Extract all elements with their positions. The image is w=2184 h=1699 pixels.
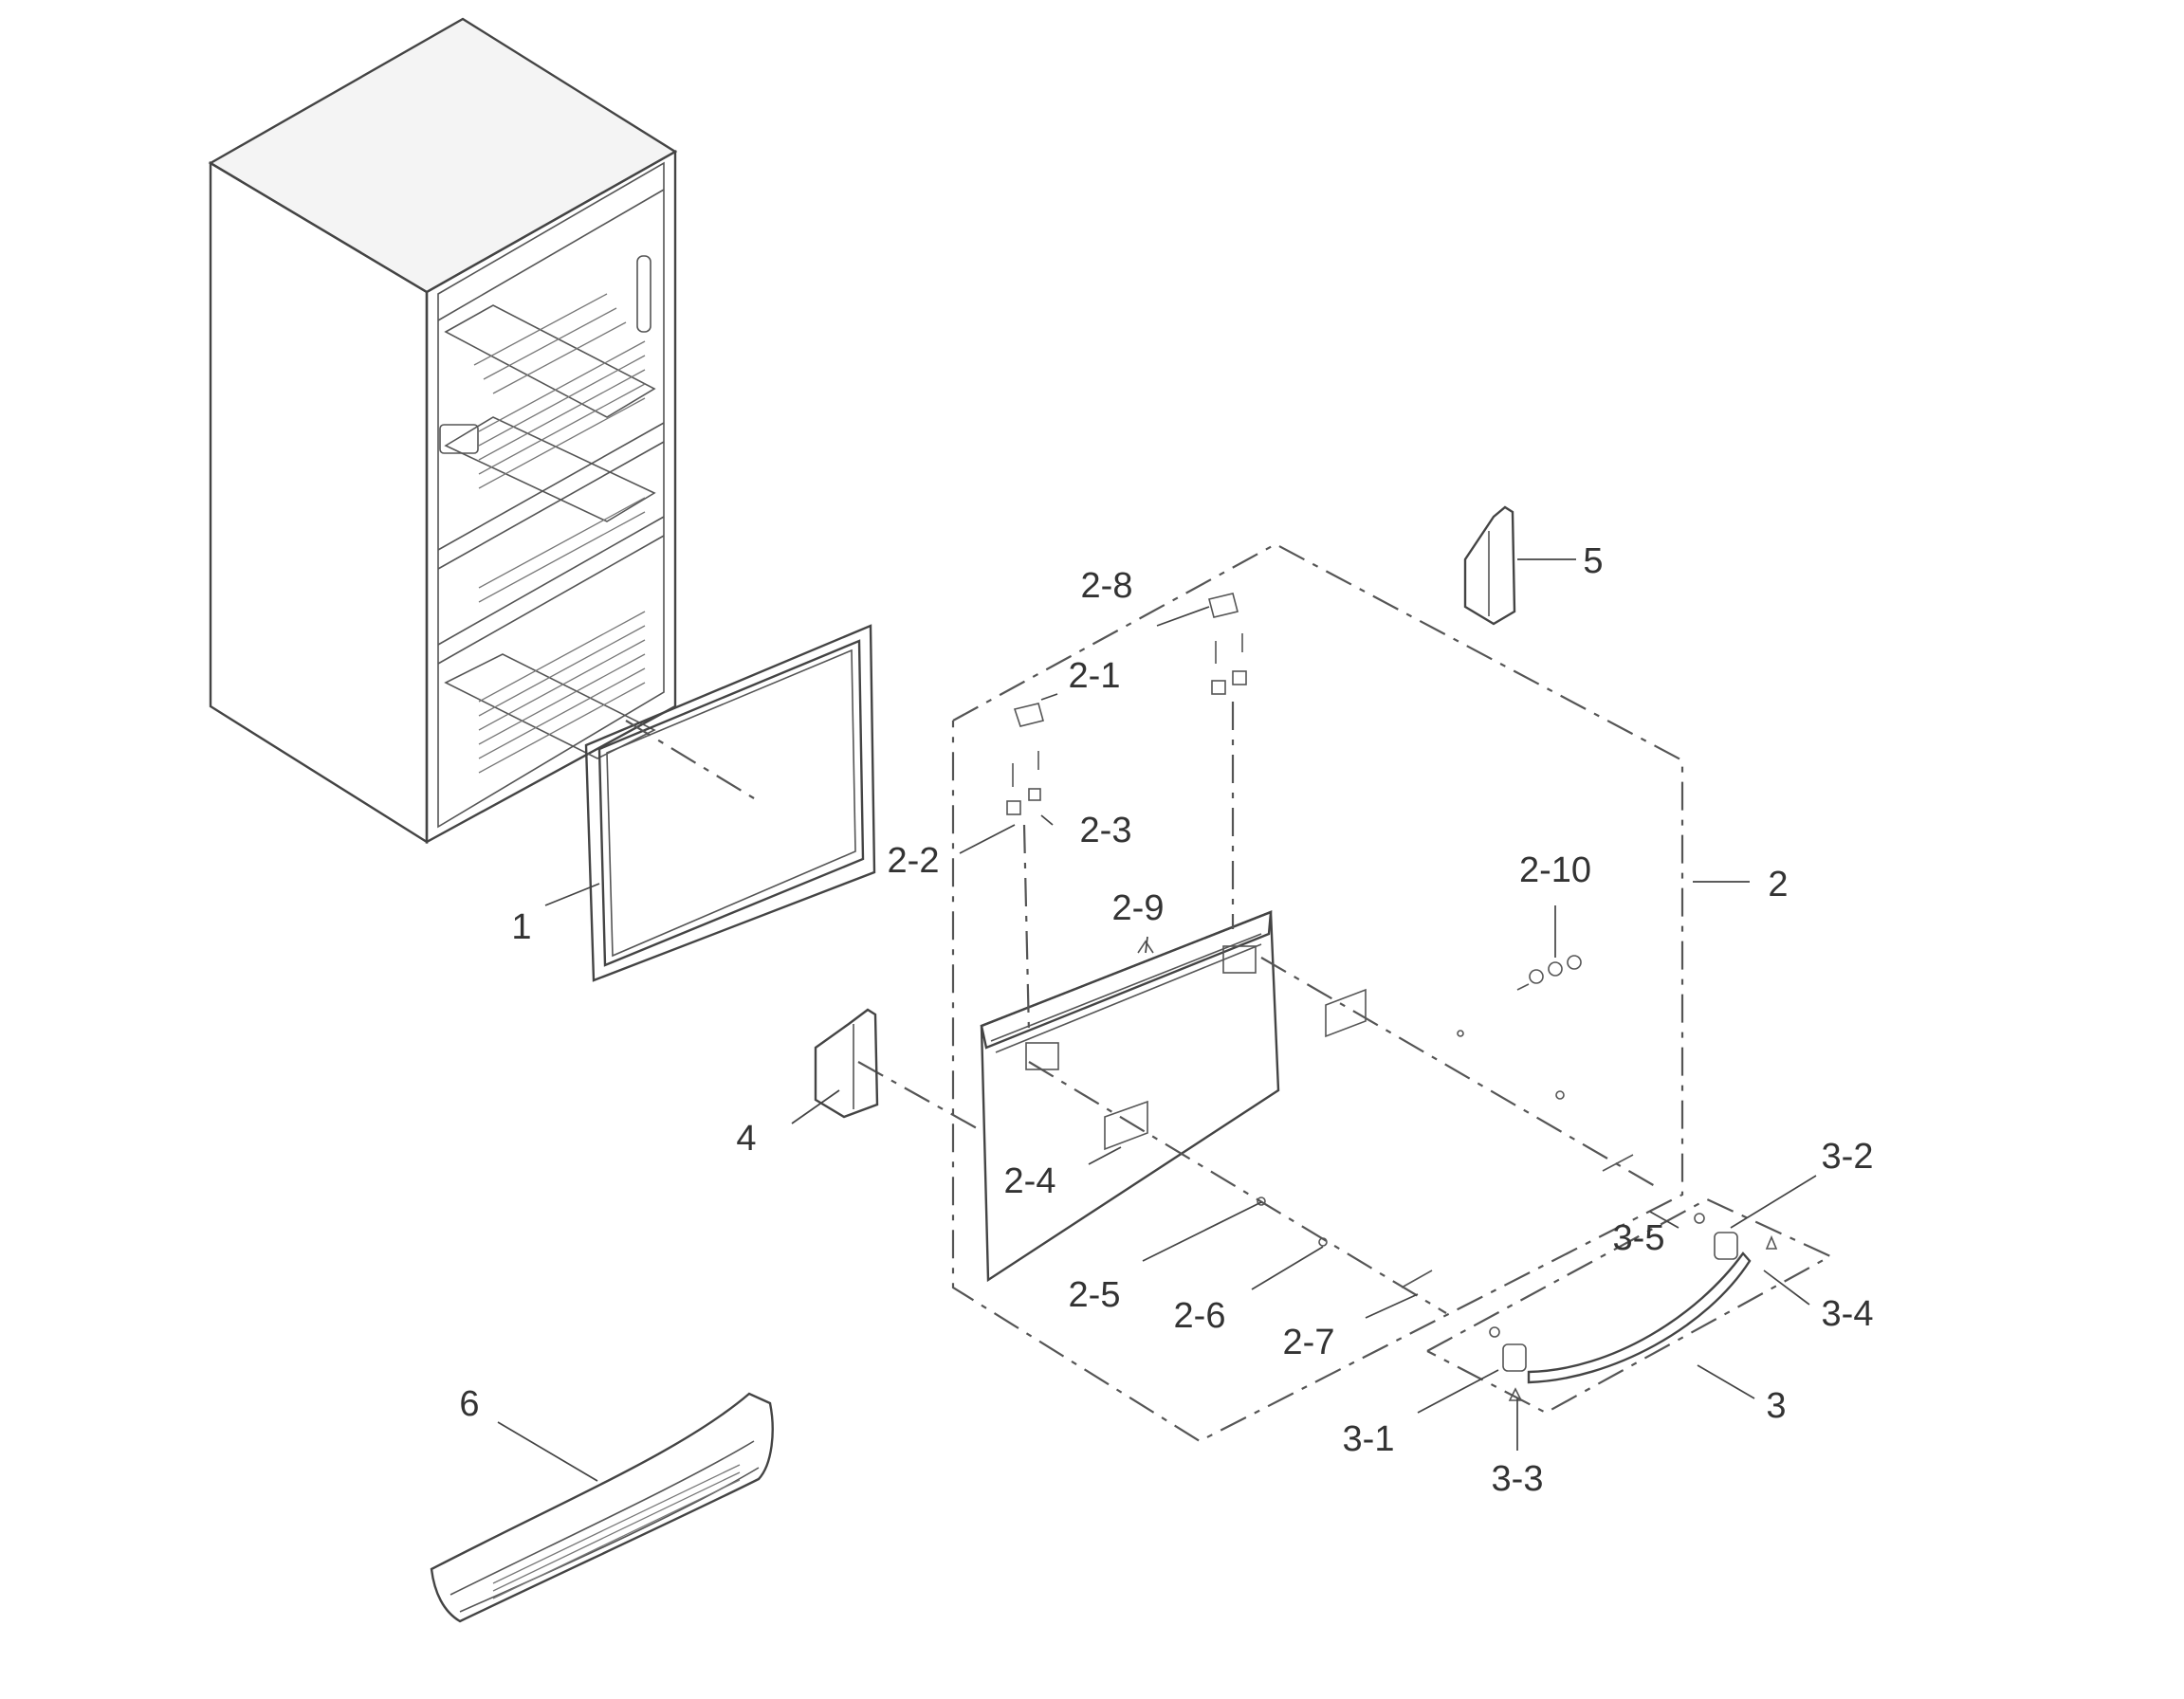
callout-2-8: 2-8 — [1081, 566, 1133, 606]
refrigerator-cabinet — [208, 17, 678, 845]
part-3-handle — [1426, 1197, 1833, 1415]
callout-3-2: 3-2 — [1822, 1137, 1874, 1177]
callout-2-4: 2-4 — [1004, 1161, 1056, 1201]
callout-2-10: 2-10 — [1519, 850, 1591, 890]
callout-6: 6 — [459, 1384, 479, 1424]
callout-2-6: 2-6 — [1174, 1296, 1226, 1336]
callout-1: 1 — [511, 907, 531, 947]
part-6-basket — [430, 1392, 774, 1623]
part-1-gasket — [584, 624, 876, 982]
callout-2-5: 2-5 — [1069, 1275, 1121, 1315]
leader-lines — [497, 558, 1817, 1482]
basket-vents — [492, 1464, 741, 1599]
callout-3: 3 — [1766, 1386, 1786, 1426]
callout-3-1: 3-1 — [1343, 1419, 1395, 1459]
callout-2: 2 — [1768, 865, 1788, 904]
shelf-ribs — [473, 293, 646, 774]
callout-3-5: 3-5 — [1613, 1218, 1665, 1258]
callout-2-1: 2-1 — [1069, 656, 1121, 696]
part-5-right-bracket — [1463, 505, 1516, 626]
part-2-drawer-assembly — [857, 542, 1684, 1443]
callout-2-2: 2-2 — [888, 841, 940, 881]
callout-5: 5 — [1583, 541, 1603, 581]
callout-3-4: 3-4 — [1822, 1294, 1874, 1334]
callout-4: 4 — [736, 1119, 756, 1159]
callout-2-3: 2-3 — [1080, 811, 1132, 850]
callout-3-3: 3-3 — [1492, 1459, 1544, 1499]
callout-labels: 1 2 2-1 2-2 2-3 2-4 2-5 2-6 2-7 2-8 2-9 … — [459, 541, 1873, 1499]
callout-2-7: 2-7 — [1283, 1323, 1335, 1362]
callout-2-9: 2-9 — [1112, 888, 1165, 928]
